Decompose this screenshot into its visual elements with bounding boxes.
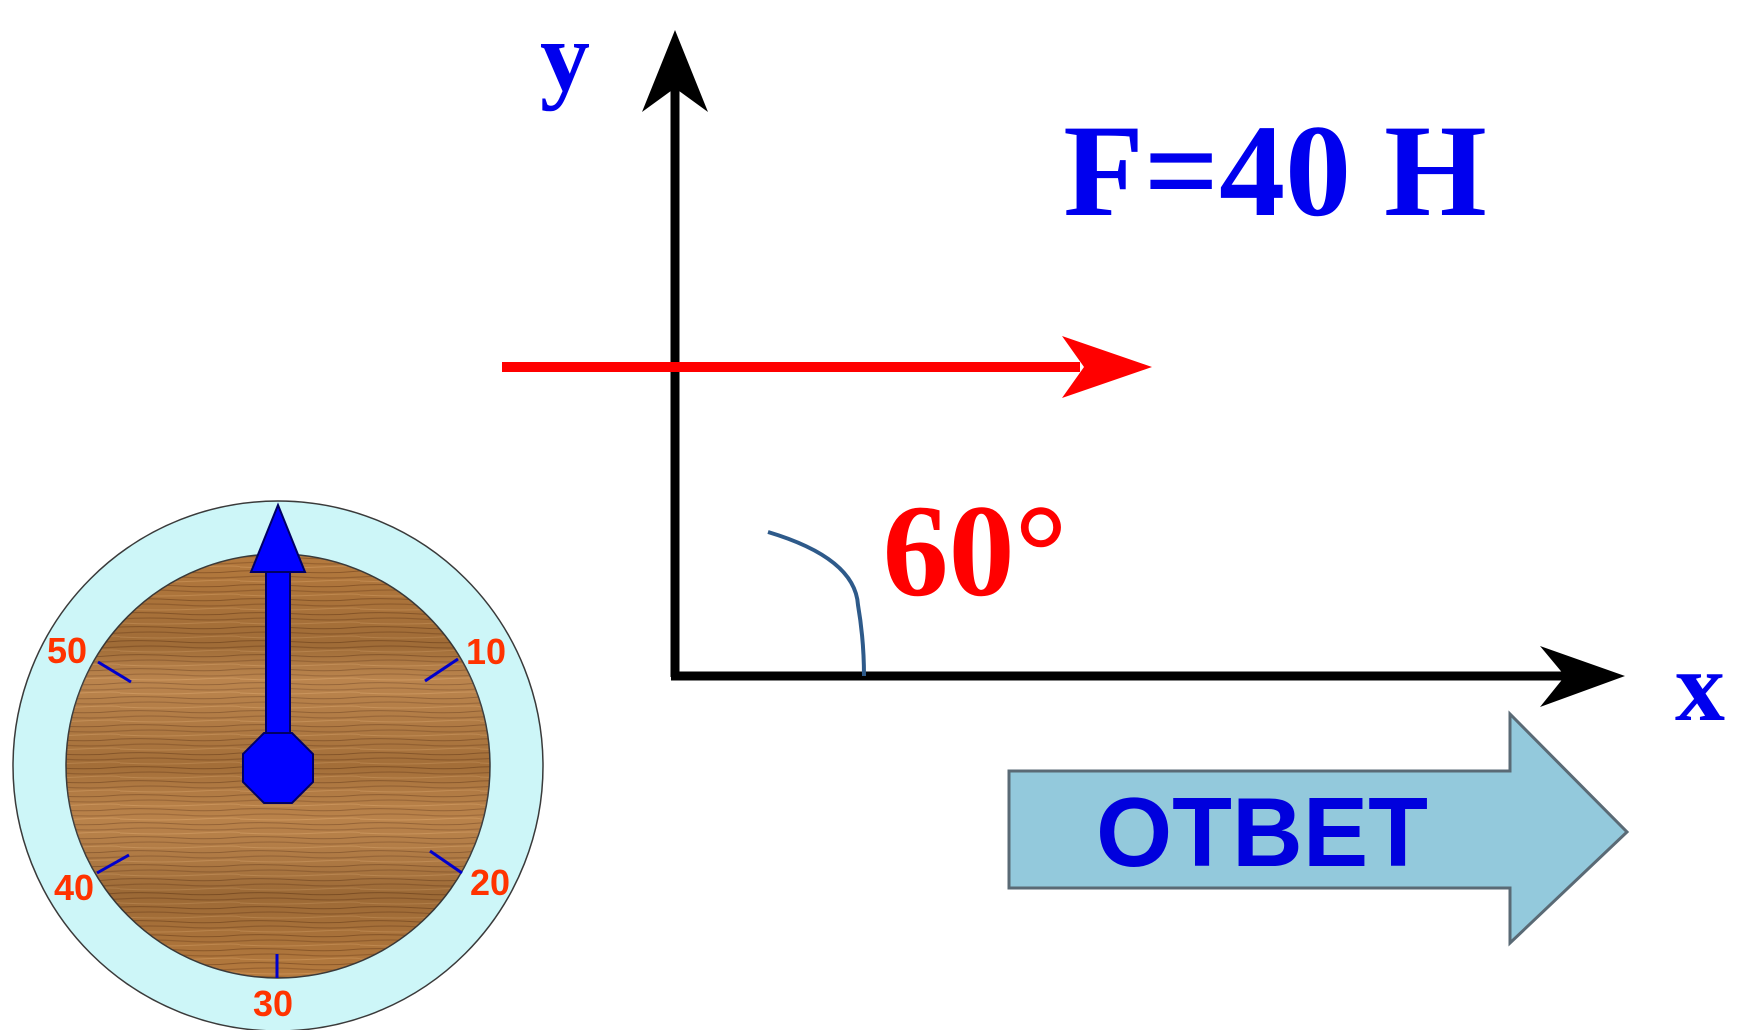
timer-tick-50 <box>97 660 132 684</box>
force-label: F=40 Н <box>1063 97 1487 244</box>
timer-number-40: 40 <box>54 867 94 908</box>
timer-hand-hub <box>242 732 314 804</box>
timer-hand-shaft <box>265 564 291 736</box>
answer-button-label[interactable]: ОТВЕТ <box>1096 777 1428 887</box>
timer-number-20: 20 <box>470 862 510 903</box>
angle-arc <box>767 530 866 677</box>
timer-dial: 10 20 30 40 50 <box>12 500 544 1030</box>
timer-hand-tip <box>249 502 307 573</box>
answer-button[interactable]: ОТВЕТ <box>1007 710 1630 947</box>
answer-button-arrow-shape[interactable] <box>1007 710 1630 947</box>
force-vector-arrowhead <box>1062 336 1152 398</box>
y-axis <box>642 30 708 677</box>
angle-label: 60° <box>883 477 1068 624</box>
y-axis-label: y <box>540 1 590 112</box>
x-axis-label: x <box>1675 631 1725 742</box>
y-axis-arrowhead <box>642 30 708 112</box>
x-axis <box>671 646 1625 707</box>
timer-number-30: 30 <box>253 983 293 1024</box>
timer-tick-20 <box>429 849 463 875</box>
timer-hand <box>242 502 314 804</box>
timer-number-50: 50 <box>47 630 87 671</box>
force-vector <box>502 336 1152 398</box>
timer-number-10: 10 <box>466 631 506 672</box>
x-axis-arrowhead <box>1540 646 1625 707</box>
timer-tick-40 <box>96 853 130 875</box>
timer-tick-10 <box>424 657 459 683</box>
